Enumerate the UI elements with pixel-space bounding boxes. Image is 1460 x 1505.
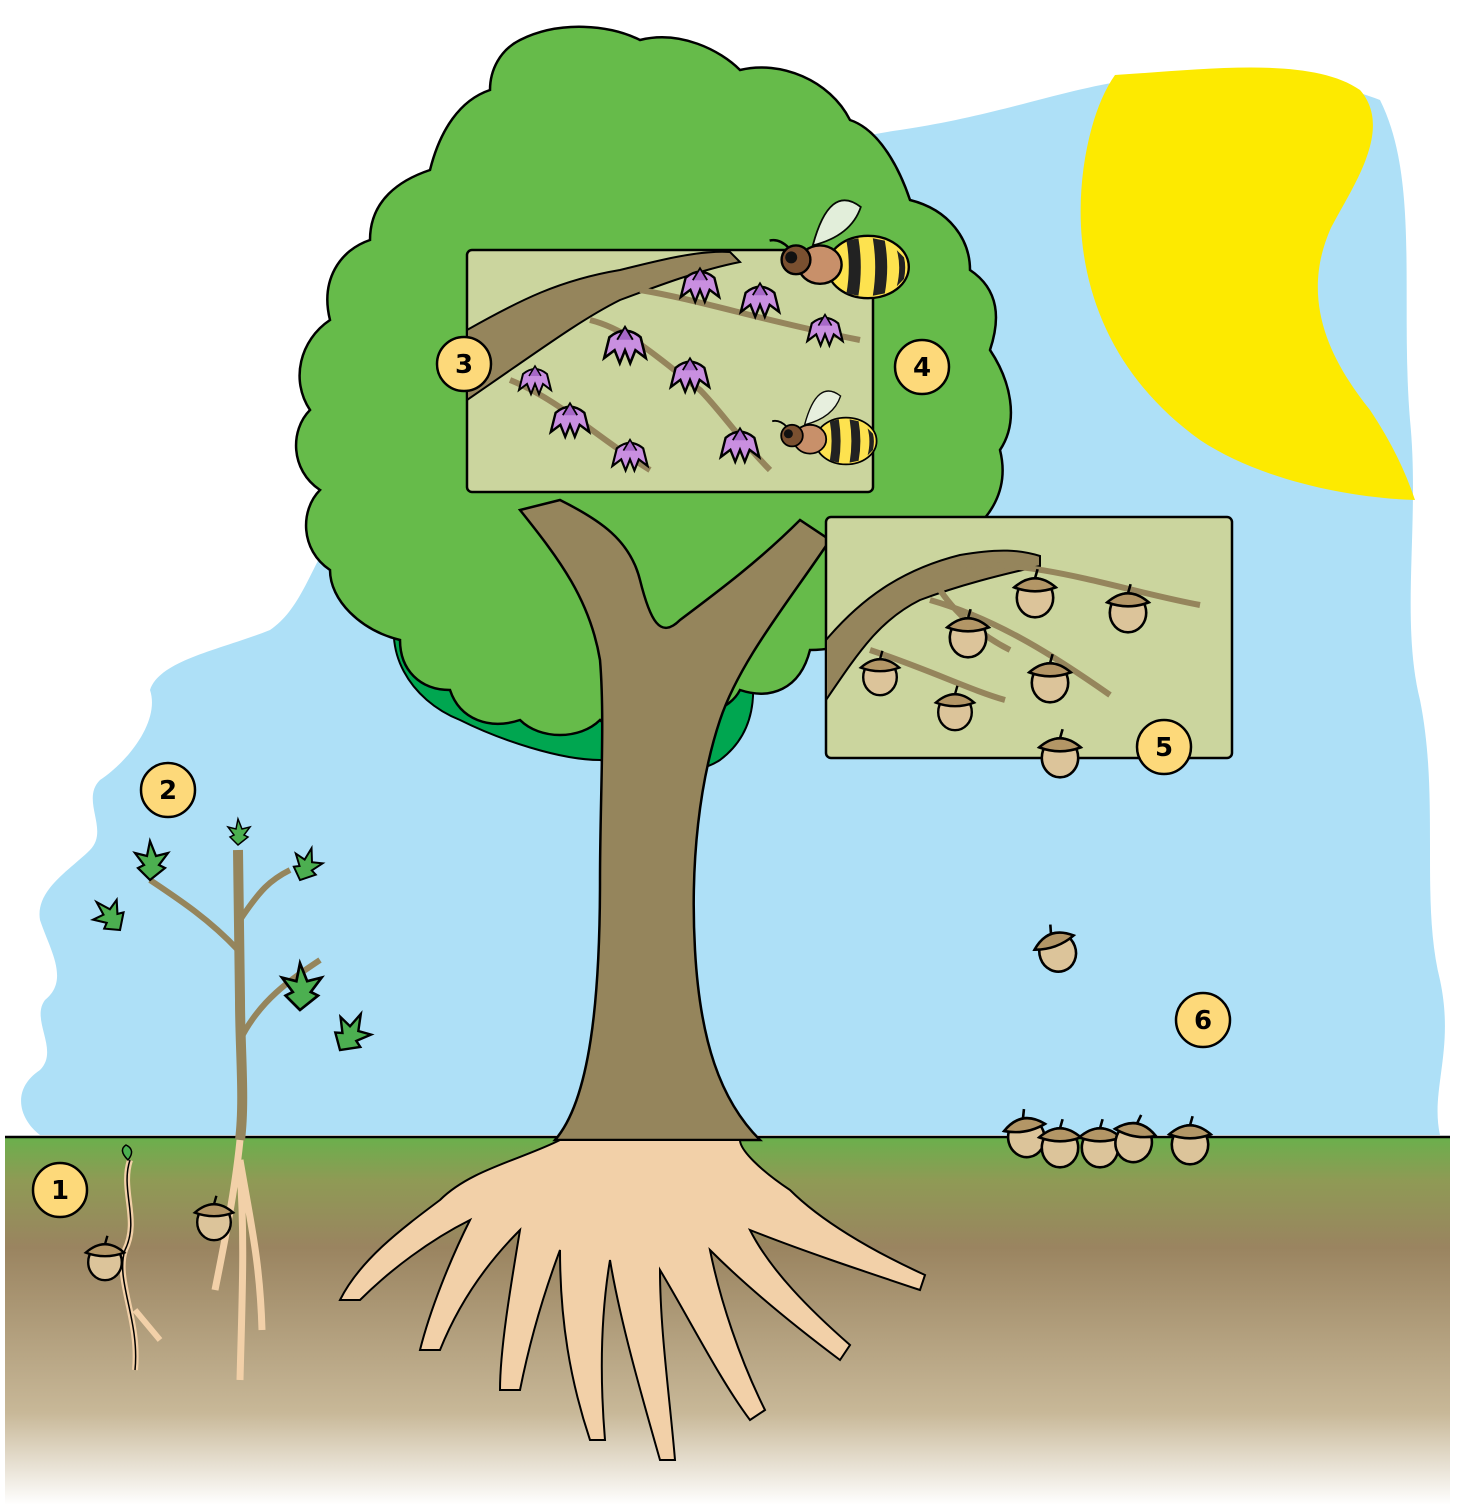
stage-3-label: 3 — [437, 337, 491, 391]
stage-6-number: 6 — [1194, 1006, 1212, 1036]
stage-4-number: 4 — [913, 353, 931, 383]
stage-2-label: 2 — [141, 763, 195, 817]
stage-5-number: 5 — [1155, 733, 1173, 763]
stage-2-number: 2 — [159, 776, 177, 806]
stage-5-label: 5 — [1137, 720, 1191, 774]
stage-1-number: 1 — [51, 1176, 69, 1206]
stage-4-label: 4 — [895, 340, 949, 394]
stage-1-label: 1 — [33, 1163, 87, 1217]
stage-6-label: 6 — [1176, 993, 1230, 1047]
stage-3-number: 3 — [455, 350, 473, 380]
